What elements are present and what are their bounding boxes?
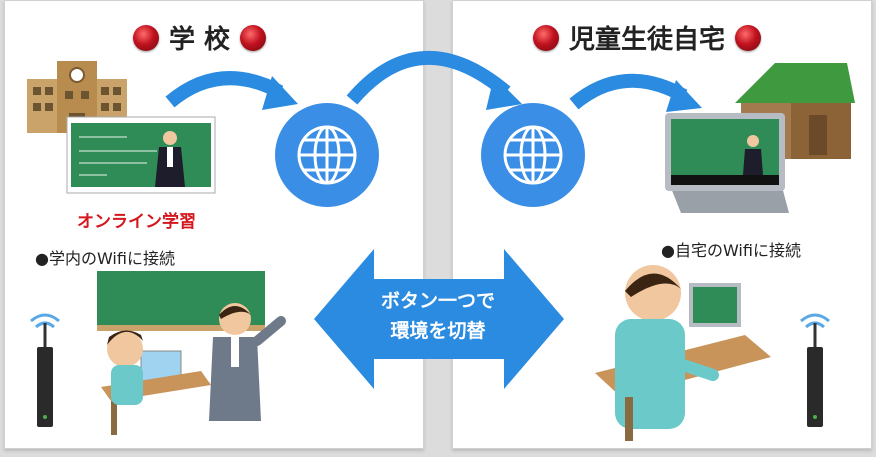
globe-icon bbox=[275, 103, 379, 207]
school-wifi-label: ●学内のWifiに接続 bbox=[35, 249, 175, 268]
home-wifi-label: ●自宅のWifiに接続 bbox=[661, 241, 801, 260]
school-title: 学 校 bbox=[133, 19, 267, 56]
red-dot-icon bbox=[533, 24, 559, 51]
online-learning-label: オンライン学習 bbox=[77, 212, 196, 232]
globe-icon bbox=[481, 103, 585, 207]
router-icon bbox=[800, 313, 830, 427]
online-lesson-board bbox=[66, 116, 216, 194]
classroom-scene bbox=[101, 303, 286, 435]
home-title: 児童生徒自宅 bbox=[533, 19, 762, 56]
swap-line-2: 環境を切替 bbox=[390, 320, 486, 342]
swap-double-arrow bbox=[314, 249, 564, 389]
house-icon bbox=[735, 63, 855, 159]
tablet-icon bbox=[665, 113, 789, 213]
red-dot-icon bbox=[735, 24, 762, 51]
home-student-scene bbox=[595, 265, 771, 441]
school-title-text: 学 校 bbox=[169, 25, 231, 55]
home-title-text: 児童生徒自宅 bbox=[569, 25, 726, 55]
red-dot-icon bbox=[240, 24, 267, 51]
swap-line-1: ボタン一つで bbox=[380, 290, 495, 312]
swap-text: ボタン一つで 環境を切替 bbox=[358, 286, 518, 346]
home-panel: 児童生徒自宅 ●自宅のWifiに接続 bbox=[452, 0, 872, 449]
red-dot-icon bbox=[133, 24, 159, 51]
router-icon bbox=[30, 313, 60, 427]
